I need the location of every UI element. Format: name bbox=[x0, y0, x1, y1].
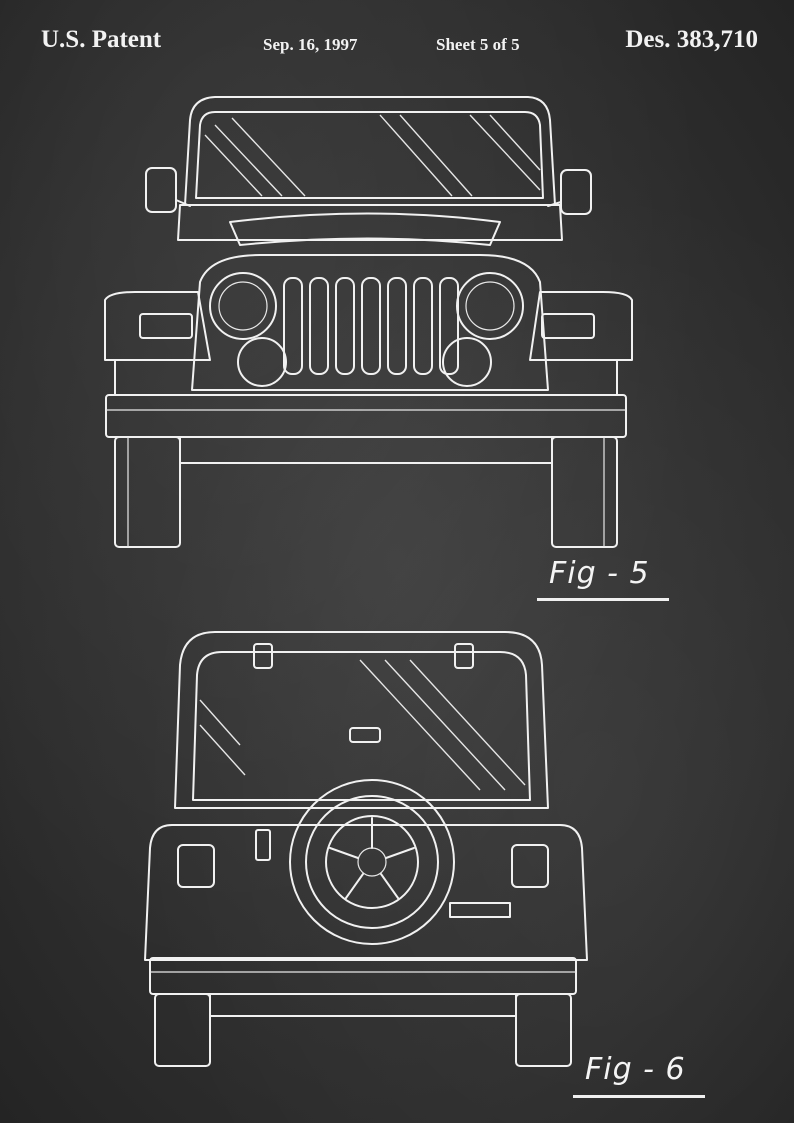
sheet-number: Sheet 5 of 5 bbox=[436, 35, 520, 54]
rear-bumper bbox=[149, 957, 577, 995]
patent-number: Des. 383,710 bbox=[625, 26, 758, 53]
right-hinge bbox=[454, 643, 474, 669]
grille-slots bbox=[283, 277, 459, 375]
right-headlight bbox=[456, 272, 524, 340]
patent-date: Sep. 16, 1997 bbox=[263, 35, 358, 54]
tailgate-handle bbox=[255, 829, 271, 861]
front-bumper bbox=[105, 394, 627, 438]
right-tail-lamp bbox=[511, 844, 549, 888]
rear-view bbox=[144, 631, 588, 1067]
left-mirror bbox=[145, 167, 177, 213]
figure-5-underline bbox=[537, 598, 669, 601]
right-fog-lamp bbox=[442, 337, 492, 387]
spare-tire bbox=[289, 779, 455, 945]
figure-5-label: Fig - 5 bbox=[549, 556, 650, 591]
rear-axle bbox=[209, 993, 517, 1017]
windshield-hatch bbox=[204, 114, 541, 197]
front-view bbox=[104, 96, 633, 548]
windshield-frame bbox=[184, 96, 556, 206]
left-hinge bbox=[253, 643, 273, 669]
wheel-spokes bbox=[329, 817, 415, 899]
license-plate bbox=[449, 902, 511, 918]
right-turn-lamp bbox=[541, 313, 595, 339]
spare-wheel bbox=[325, 815, 419, 909]
figure-6-label: Fig - 6 bbox=[585, 1052, 686, 1087]
left-fender bbox=[104, 291, 211, 361]
right-front-tire bbox=[551, 436, 618, 548]
grille-body bbox=[191, 254, 549, 391]
right-mirror bbox=[560, 169, 592, 215]
left-turn-lamp bbox=[139, 313, 193, 339]
right-rear-tire bbox=[515, 993, 572, 1067]
left-headlight bbox=[209, 272, 277, 340]
right-fender bbox=[529, 291, 633, 361]
hood-bulge bbox=[229, 212, 501, 246]
patent-title: U.S. Patent bbox=[41, 26, 162, 53]
hood bbox=[177, 204, 563, 241]
brake-light bbox=[349, 727, 381, 743]
left-tail-lamp bbox=[177, 844, 215, 888]
front-axle bbox=[179, 436, 553, 464]
rear-glass bbox=[192, 651, 531, 801]
left-fog-lamp bbox=[237, 337, 287, 387]
hardtop bbox=[174, 631, 549, 809]
rear-glass-hatch bbox=[199, 659, 526, 791]
windshield-glass bbox=[195, 111, 544, 199]
left-rear-tire bbox=[154, 993, 211, 1067]
rear-body bbox=[144, 824, 588, 961]
left-front-tire bbox=[114, 436, 181, 548]
figure-6-underline bbox=[573, 1095, 705, 1098]
